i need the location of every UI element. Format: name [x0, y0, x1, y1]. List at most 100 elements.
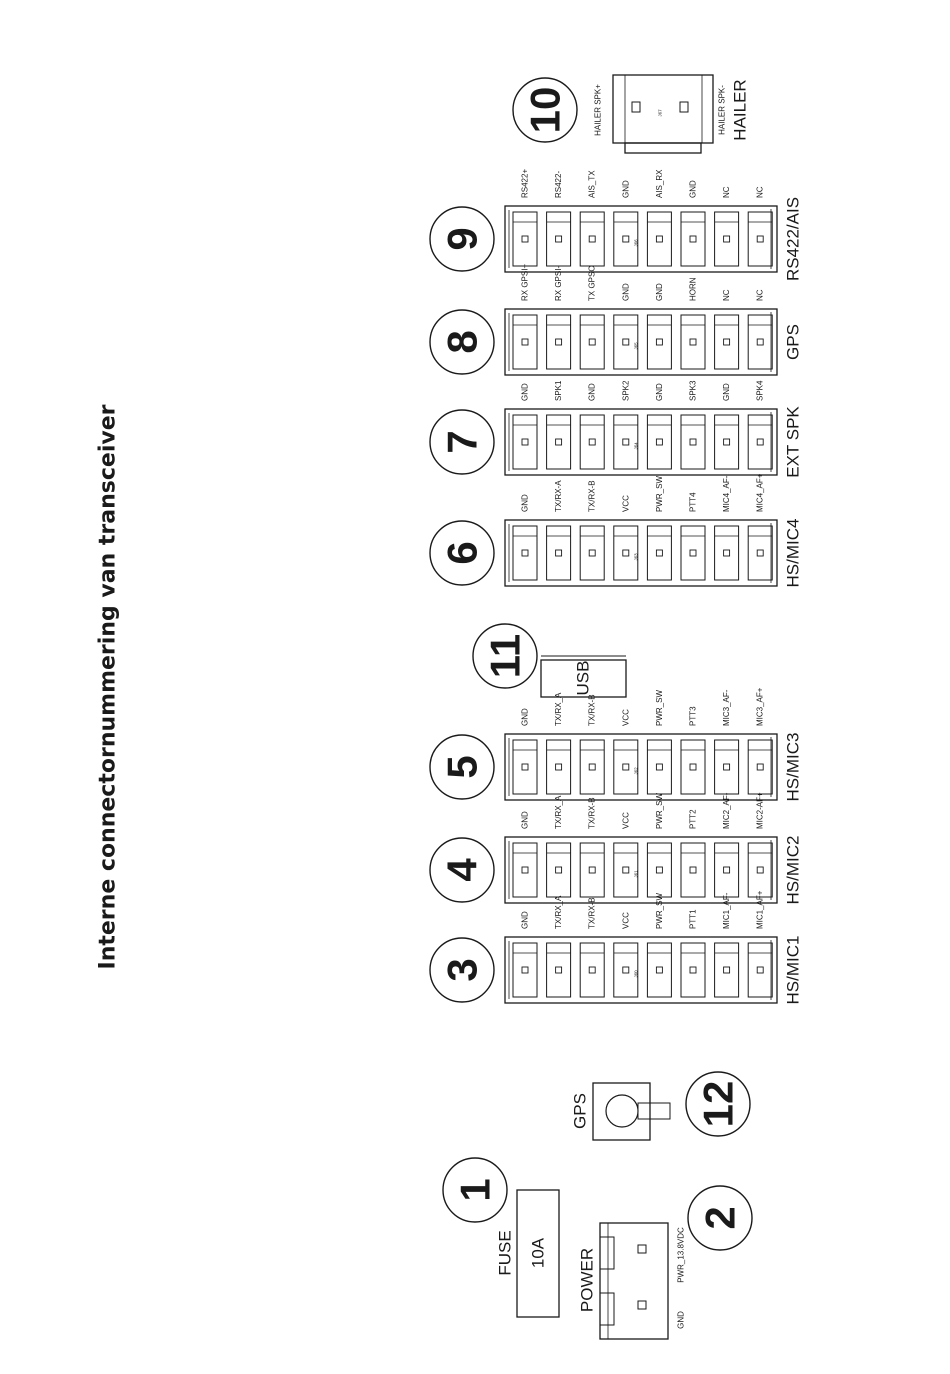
jack-label: J62 — [634, 767, 639, 775]
pin-slot — [546, 211, 572, 267]
pin-slot — [512, 211, 538, 267]
pin-slot — [646, 211, 672, 267]
pin-contact — [521, 438, 529, 446]
pin-label: NC — [722, 289, 731, 301]
pin-label: MIC2-AF+ — [756, 792, 765, 829]
pin-contact — [588, 438, 596, 446]
pin-slot — [579, 211, 605, 267]
pin-label: NC — [722, 186, 731, 198]
pin-label: SPK4 — [756, 380, 765, 401]
pin-slot — [546, 414, 572, 470]
pin-contact — [655, 866, 663, 874]
pin-contact — [689, 338, 697, 346]
pin-label: PWR_SW — [655, 793, 664, 829]
connector-number: 2 — [697, 1206, 744, 1229]
pin-label: MIC3_AF+ — [756, 687, 765, 726]
pin-slot — [613, 314, 639, 370]
pin-slot — [714, 414, 740, 470]
pin-label: NC — [756, 186, 765, 198]
connector-number: 1 — [452, 1178, 499, 1201]
pin-slot — [613, 942, 639, 998]
pin-slot — [680, 842, 706, 898]
pin-contact — [588, 549, 596, 557]
pin-contact — [655, 763, 663, 771]
connector-number: 11 — [482, 634, 529, 678]
pin-label: HAILER SPK+ — [594, 84, 603, 136]
pin-contact — [521, 549, 529, 557]
pin-slot — [714, 211, 740, 267]
fuse-holder — [516, 1189, 560, 1318]
pin-contact — [622, 235, 630, 243]
pin-label: GND — [655, 383, 664, 401]
pin-contact — [555, 235, 563, 243]
power-pin — [637, 1244, 647, 1254]
pin-label: RX GPSI+ — [521, 264, 530, 301]
pin-slot — [646, 525, 672, 581]
terminal-block-body — [504, 408, 778, 476]
pin-label: MIC4_AF- — [722, 475, 731, 512]
connector-name: GPS — [784, 324, 803, 360]
pin-slot — [579, 942, 605, 998]
terminal-block-body — [504, 308, 778, 376]
connector-name: RS422/AIS — [784, 197, 803, 281]
pin-slot — [714, 525, 740, 581]
pin-label: HAILER SPK- — [718, 85, 727, 135]
jack-label: J63 — [634, 553, 639, 561]
connector-name: HS/MIC4 — [784, 519, 803, 588]
connector-number: 8 — [439, 330, 486, 353]
pin-slot — [747, 314, 773, 370]
pin-label: GND — [588, 383, 597, 401]
gps-antenna-body — [592, 1082, 651, 1141]
pin-contact — [689, 966, 697, 974]
pin-slot — [579, 842, 605, 898]
pin-slot — [512, 314, 538, 370]
pin-contact — [521, 763, 529, 771]
connector-number: 3 — [439, 958, 486, 981]
connector-number: 5 — [439, 755, 486, 778]
power-pin-label: GND — [677, 1311, 686, 1329]
pin-slot — [747, 739, 773, 795]
pin-contact — [723, 438, 731, 446]
number-badge — [472, 623, 538, 689]
pin-label: AIS_TX — [588, 170, 597, 198]
pin-slot — [613, 414, 639, 470]
pin-contact — [689, 235, 697, 243]
pin-contact — [588, 763, 596, 771]
pin-slot — [747, 942, 773, 998]
pin-label: SPK1 — [554, 380, 563, 401]
pin-label: RX GPSI- — [554, 266, 563, 301]
hailer-pin — [679, 101, 689, 113]
pin-contact — [588, 866, 596, 874]
power-latch — [599, 1236, 615, 1270]
number-badge — [429, 309, 495, 375]
power-latch — [599, 1292, 615, 1326]
pin-slot — [680, 525, 706, 581]
pin-slot — [613, 842, 639, 898]
pin-contact — [622, 338, 630, 346]
pin-slot — [579, 314, 605, 370]
pin-label: RS422- — [554, 171, 563, 198]
pin-label: GND — [521, 811, 530, 829]
pin-label: TX/RX-B — [588, 897, 597, 929]
pin-contact — [588, 966, 596, 974]
pin-slot — [747, 525, 773, 581]
pin-contact — [655, 338, 663, 346]
jack-label: J66 — [634, 239, 639, 247]
pin-slot — [613, 739, 639, 795]
jack-label: J64 — [634, 442, 639, 450]
connector-name: HS/MIC1 — [784, 936, 803, 1005]
pin-contact — [723, 763, 731, 771]
pin-slot — [646, 314, 672, 370]
pin-contact — [723, 966, 731, 974]
connector-number: 10 — [522, 87, 569, 134]
connector-number: 6 — [439, 541, 486, 564]
pin-label: TX/RX-B — [588, 480, 597, 512]
pin-label: VCC — [621, 709, 630, 726]
power-pin-label: PWR_13.8VDC — [677, 1227, 686, 1283]
usb-label: USB — [574, 661, 593, 696]
pin-label: PTT2 — [689, 809, 698, 829]
pin-slot — [579, 414, 605, 470]
terminal-block-body — [504, 733, 778, 801]
